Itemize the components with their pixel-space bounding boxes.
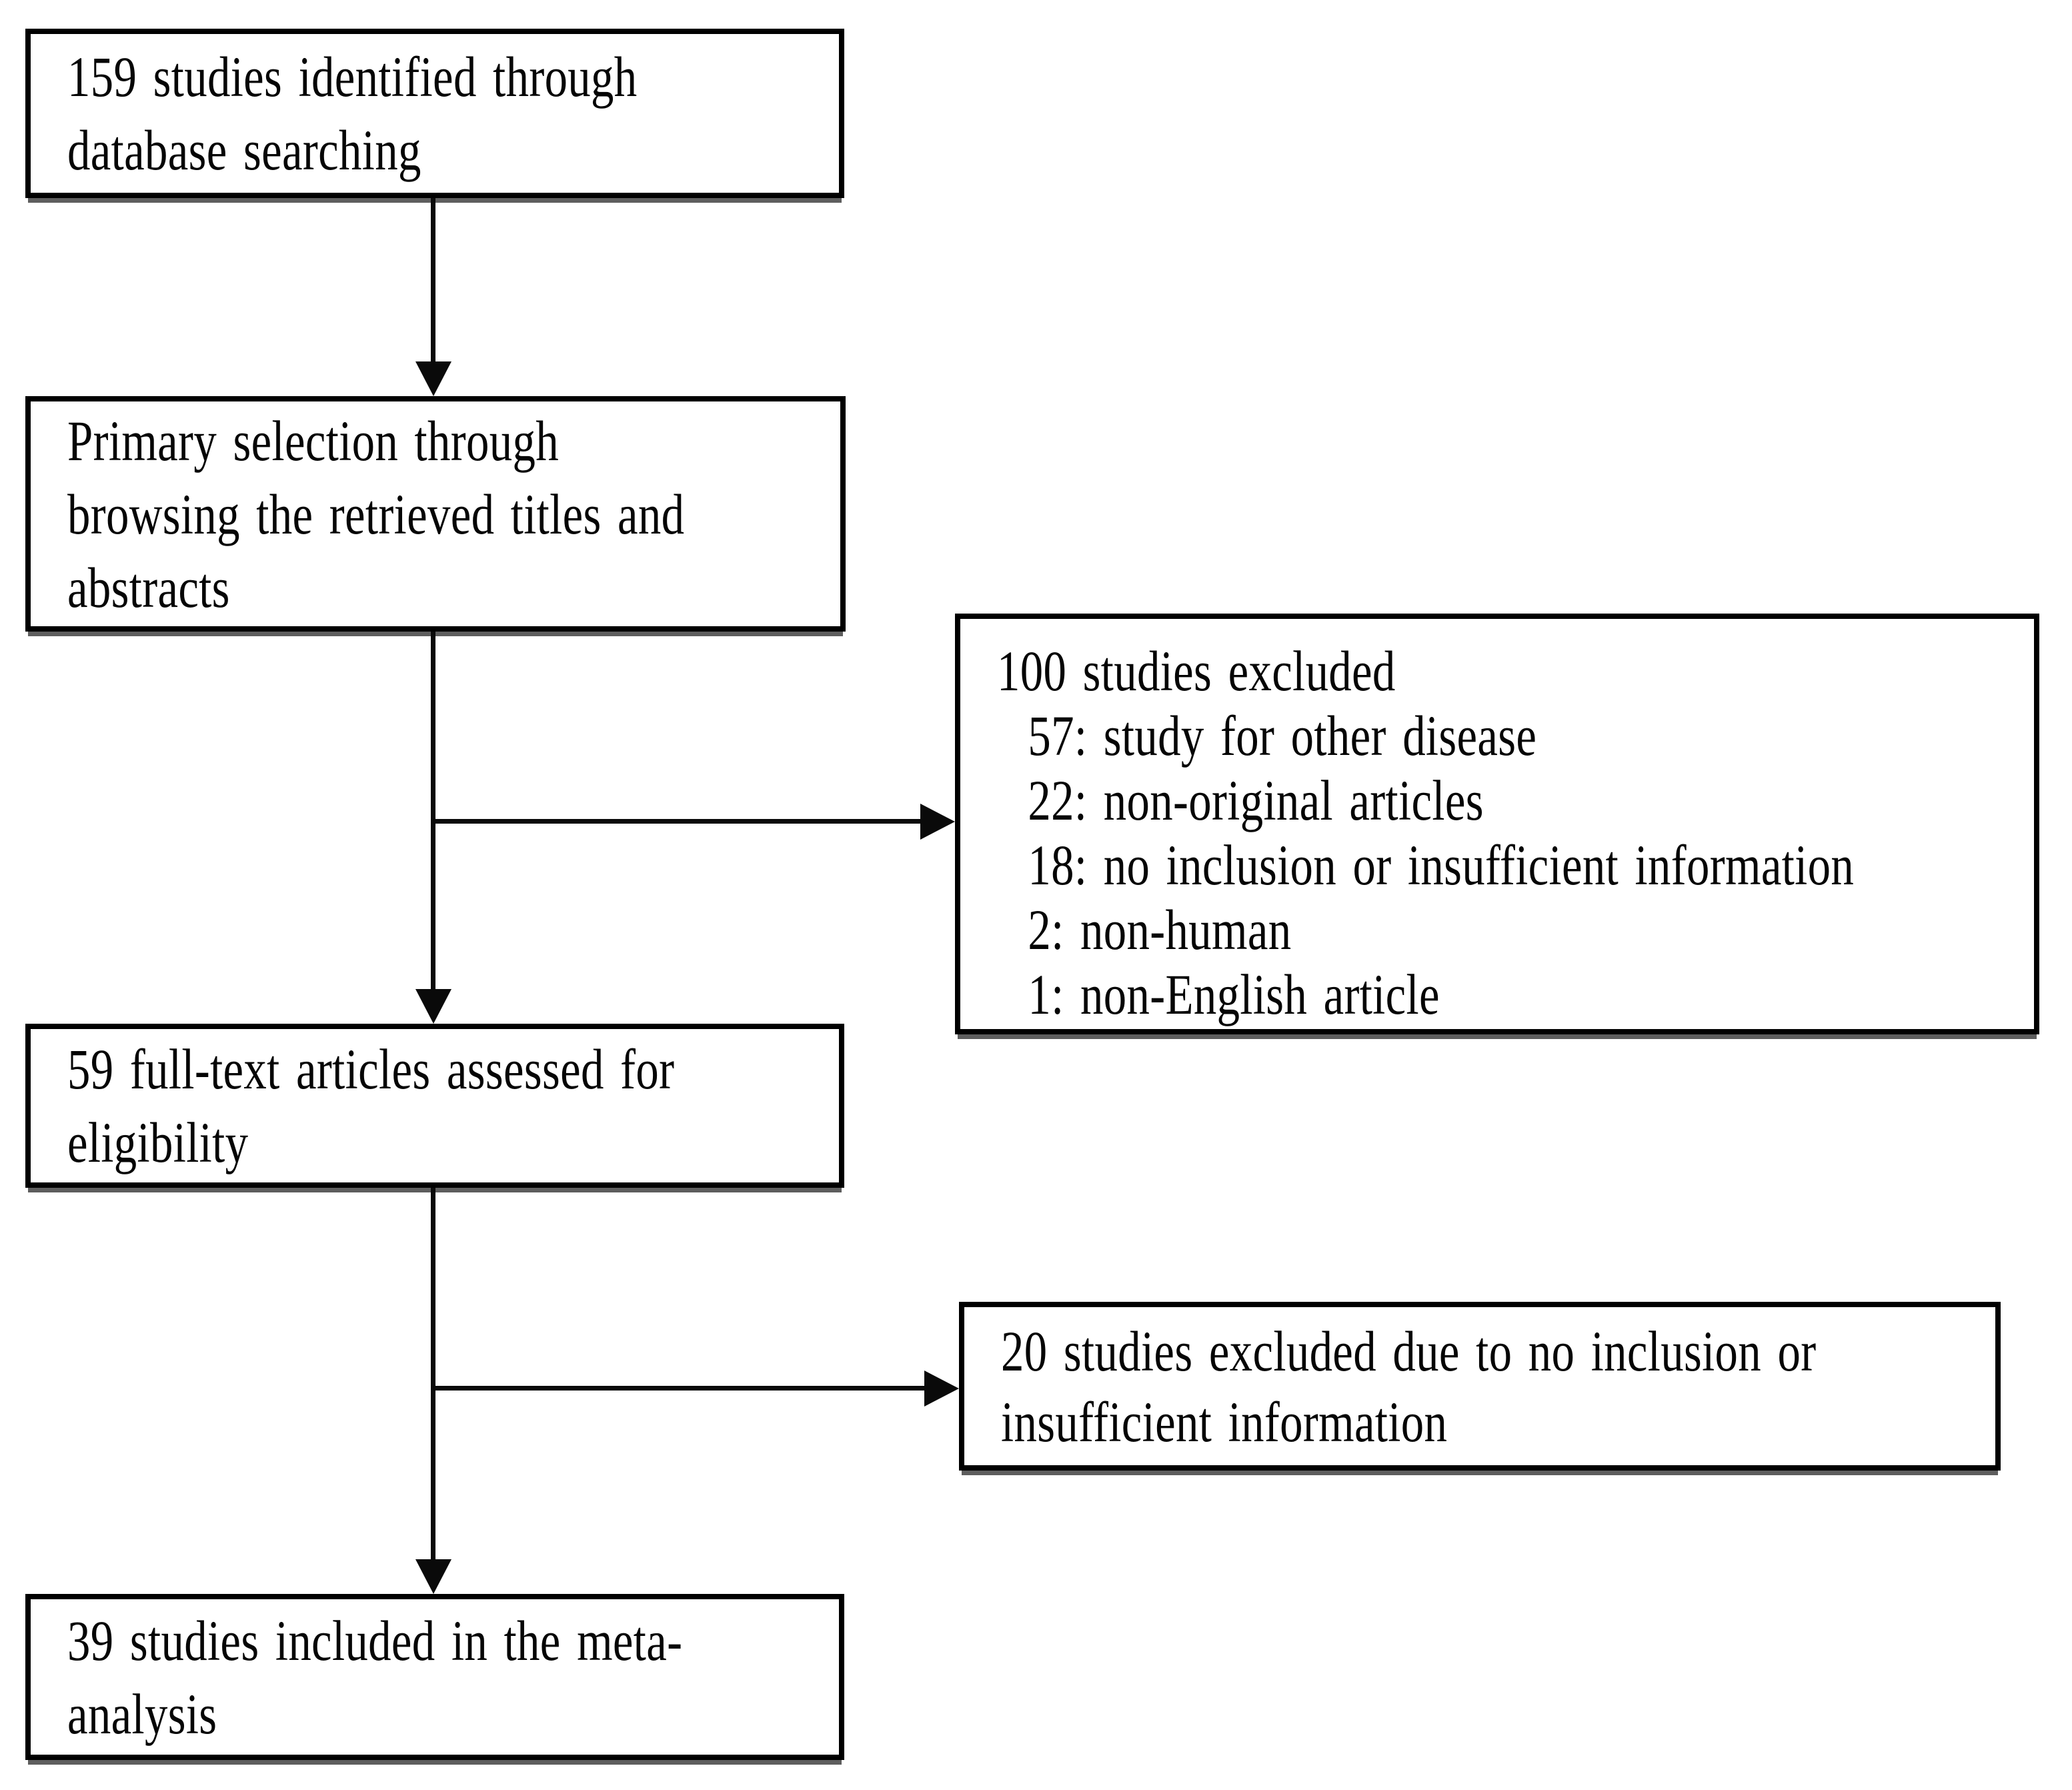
connector-branch-excluded-primary-line <box>433 819 925 824</box>
box-excluded-fulltext: 20 studies excluded due to no inclusion … <box>959 1302 2001 1471</box>
arrowhead-right-icon <box>920 804 955 840</box>
connector-branch-excluded-fulltext-line <box>433 1386 929 1391</box>
box-text-line: browsing the retrieved titles and <box>67 482 685 546</box>
arrowhead-down-icon <box>415 361 451 396</box>
arrowhead-down-icon <box>415 1559 451 1594</box>
box-text-line: 59 full-text articles assessed for <box>67 1037 675 1101</box>
box-included-meta-analysis: 39 studies included in the meta- analysi… <box>25 1594 844 1760</box>
connector-fulltext-to-included-line <box>431 1188 435 1564</box>
box-excluded-primary: 100 studies excluded 57: study for other… <box>955 614 2039 1034</box>
box-text-line: 20 studies excluded due to no inclusion … <box>1001 1318 1817 1383</box>
box-text-line: abstracts <box>67 555 230 620</box>
box-text-line: database searching <box>67 118 421 182</box>
box-studies-identified: 159 studies identified through database … <box>25 29 844 198</box>
box-text-line: insufficient information <box>1001 1389 1448 1454</box>
box-text-line: eligibility <box>67 1110 249 1174</box>
box-text-line: Primary selection through <box>67 408 559 473</box>
connector-primary-to-fulltext-line <box>431 632 435 994</box>
box-fulltext-assessed: 59 full-text articles assessed for eligi… <box>25 1024 844 1188</box>
excluded-header: 100 studies excluded <box>997 639 1396 703</box>
box-primary-selection: Primary selection through browsing the r… <box>25 396 846 632</box>
excluded-item: 57: study for other disease <box>1028 704 1537 768</box>
box-text-line: analysis <box>67 1681 217 1746</box>
excluded-item: 18: no inclusion or insufficient informa… <box>1028 833 1855 897</box>
connector-identified-to-primary-line <box>431 198 435 366</box>
box-text-line: 39 studies included in the meta- <box>67 1608 683 1673</box>
box-text-line: 159 studies identified through <box>67 45 638 109</box>
excluded-item: 22: non-original articles <box>1028 768 1484 832</box>
arrowhead-right-icon <box>924 1371 959 1407</box>
excluded-item: 1: non-English article <box>1028 962 1440 1026</box>
excluded-item: 2: non-human <box>1028 898 1292 962</box>
arrowhead-down-icon <box>415 989 451 1024</box>
